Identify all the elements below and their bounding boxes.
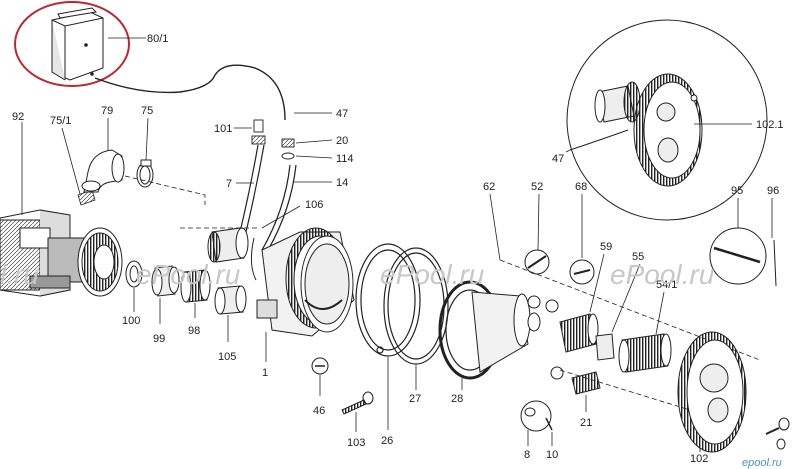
- part-label-102-1: 102.1: [756, 119, 784, 131]
- nozzle-54-1: [618, 333, 672, 373]
- control-box: [51, 7, 104, 81]
- control-box-group: 80/1: [14, 1, 286, 121]
- pipe-106: [207, 227, 249, 263]
- part-label-99: 99: [153, 333, 165, 345]
- watermark-edge: l.ru: [0, 259, 39, 290]
- part-label-75: 75: [141, 105, 153, 117]
- part-label-28: 28: [451, 393, 463, 405]
- part-label-59: 59: [600, 241, 612, 253]
- nozzle-62: [471, 291, 531, 373]
- clip-8-screw-10: [520, 400, 553, 432]
- watermark-1: ePool.ru: [136, 259, 241, 290]
- bushing-99: [151, 265, 180, 297]
- part-label-96: 96: [767, 185, 779, 197]
- detail-view-102-1: 102.1 47: [552, 19, 784, 221]
- screw-68: [569, 259, 595, 285]
- part-label-102: 102: [690, 453, 708, 465]
- cable-47: [94, 64, 286, 121]
- part-label-26: 26: [381, 435, 393, 447]
- part-label-8: 8: [524, 449, 530, 461]
- pin-96: [773, 239, 777, 287]
- part-label-52: 52: [531, 181, 543, 193]
- part-label-1: 1: [262, 367, 268, 379]
- part-label-7: 7: [226, 178, 232, 190]
- jet-body: [250, 227, 355, 337]
- part-label-47a: 47: [336, 108, 348, 120]
- part-label-46: 46: [313, 405, 325, 417]
- gasket-26: [355, 243, 421, 357]
- insert-59: [559, 313, 599, 353]
- ring-100: [125, 260, 143, 288]
- part-55: [595, 333, 615, 361]
- part-label-103: 103: [347, 437, 365, 449]
- part-label-55: 55: [632, 251, 644, 263]
- watermarks: l.ru ePool.ru ePool.ru ePool.ru: [0, 259, 715, 290]
- part-label-100: 100: [122, 315, 140, 327]
- part-label-21: 21: [580, 417, 592, 429]
- part-label-62: 62: [483, 181, 495, 193]
- valve-101: [251, 119, 266, 145]
- elbow-79: [81, 149, 125, 193]
- fitting-20: [281, 138, 295, 160]
- screw-95: [709, 227, 767, 285]
- part-label-98: 98: [188, 325, 200, 337]
- highlight-circle: [14, 1, 130, 87]
- part-label-75-1: 75/1: [50, 115, 71, 127]
- part-label-20: 20: [336, 135, 348, 147]
- washers: [527, 295, 564, 380]
- screw-right: [765, 417, 790, 450]
- watermark-2: ePool.ru: [380, 259, 485, 290]
- part-label-79: 79: [101, 105, 113, 117]
- part-label-54-1: 54/1: [656, 279, 677, 291]
- screw-52: [524, 249, 550, 275]
- part-label-114: 114: [336, 153, 354, 165]
- part-label-27: 27: [409, 393, 421, 405]
- part-label-68: 68: [575, 181, 587, 193]
- part-label-80-1: 80/1: [147, 33, 168, 45]
- part-label-10: 10: [546, 449, 558, 461]
- logo: epool.ru: [742, 457, 782, 469]
- part-label-92: 92: [12, 111, 24, 123]
- hoses: [239, 144, 297, 251]
- part-label-47b: 47: [552, 153, 564, 165]
- part-label-14: 14: [336, 177, 348, 189]
- spring-98: [180, 269, 211, 303]
- pipe-105: [214, 285, 247, 315]
- watermark-3: ePool.ru: [610, 259, 715, 290]
- screw-103: [341, 391, 374, 415]
- cap-46: [311, 357, 329, 375]
- pump-motor: [0, 209, 123, 297]
- fitting-21: [571, 371, 601, 395]
- clamp-75: [136, 159, 154, 188]
- front-cover-102: [677, 331, 747, 453]
- part-label-101: 101: [214, 123, 232, 135]
- part-label-105: 105: [218, 351, 236, 363]
- part-label-106: 106: [305, 199, 323, 211]
